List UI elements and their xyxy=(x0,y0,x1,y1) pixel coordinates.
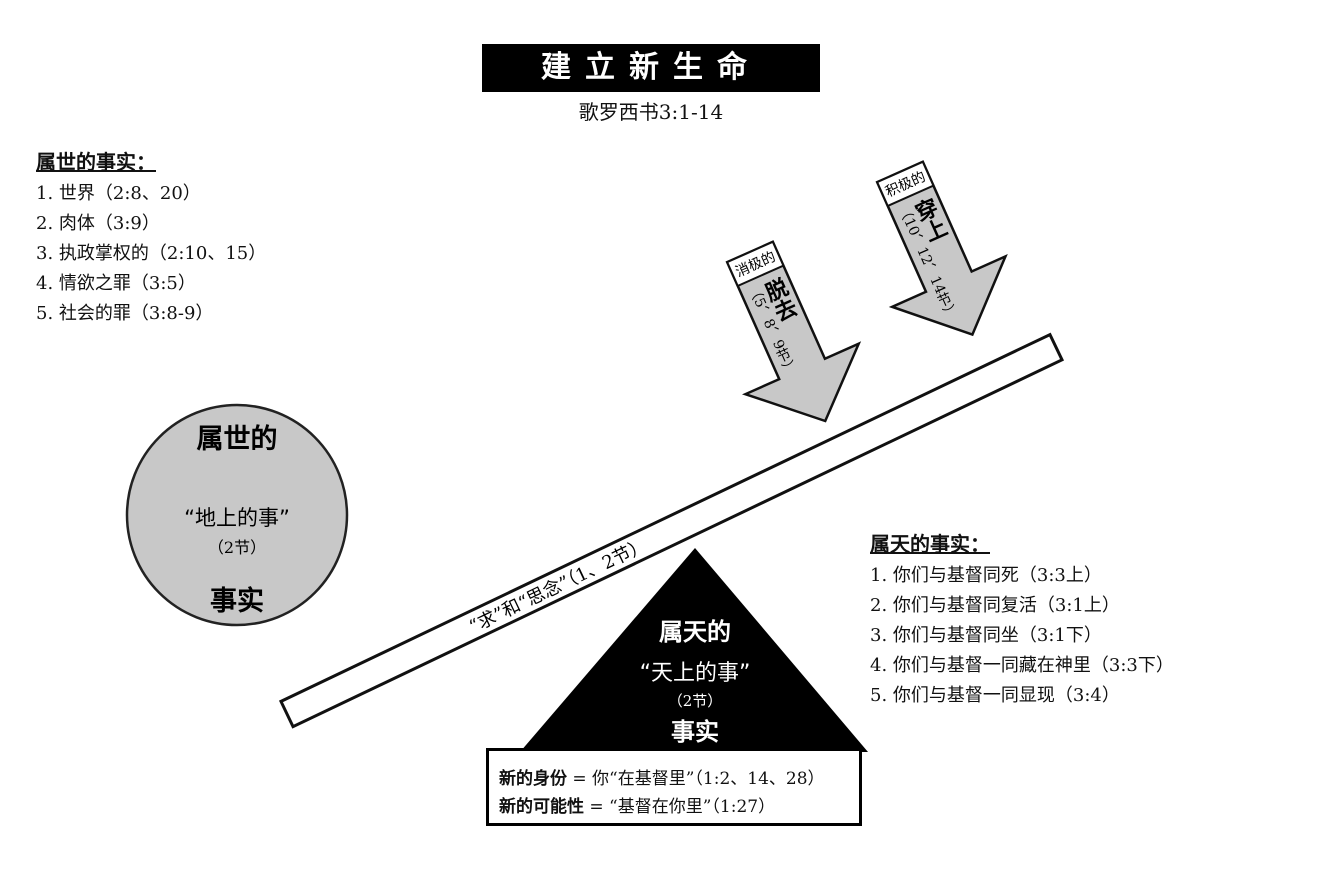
identity-label: 新的身份 xyxy=(499,769,567,789)
list-item: 4. 你们与基督一同藏在神里（3:3下） xyxy=(870,655,1174,676)
list-item: 1. 世界（2:8、20） xyxy=(36,183,201,204)
heaven-triangle: 属天的 “天上的事” （2节） 事实 xyxy=(520,548,868,752)
list-item: 2. 你们与基督同复活（3:1上） xyxy=(870,595,1120,616)
circle-middle-label: “地上的事” xyxy=(184,506,290,530)
possibility-line: 新的可能性 = “基督在你里”（1:27） xyxy=(499,793,859,821)
heaven-facts-list: 属天的事实： 1. 你们与基督同死（3:3上） 2. 你们与基督同复活（3:1上… xyxy=(870,528,1174,711)
circle-bottom-label: 事实 xyxy=(210,585,264,617)
list-item: 5. 你们与基督一同显现（3:4） xyxy=(870,685,1120,706)
circle-verse-label: （2节） xyxy=(208,538,266,557)
identity-text: = 你“在基督里”（1:2、14、28） xyxy=(567,769,825,789)
triangle-bottom-label: 事实 xyxy=(671,718,719,746)
circle-top-label: 属世的 xyxy=(197,423,278,455)
list-item: 3. 执政掌权的（2:10、15） xyxy=(36,243,267,264)
new-identity-box: 新的身份 = 你“在基督里”（1:2、14、28） 新的可能性 = “基督在你里… xyxy=(486,748,862,826)
world-facts-list: 属世的事实： 1. 世界（2:8、20） 2. 肉体（3:9） 3. 执政掌权的… xyxy=(36,146,266,329)
put-off-arrow: 消极的 脱去 （5、8、9节） xyxy=(725,240,862,423)
possibility-label: 新的可能性 xyxy=(499,797,584,817)
list-item: 4. 情欲之罪（3:5） xyxy=(36,273,196,294)
list-item: 1. 你们与基督同死（3:3上） xyxy=(870,565,1102,586)
triangle-middle-label: “天上的事” xyxy=(640,661,751,686)
world-facts-heading: 属世的事实： xyxy=(36,150,156,174)
identity-line: 新的身份 = 你“在基督里”（1:2、14、28） xyxy=(499,765,859,793)
list-item: 3. 你们与基督同坐（3:1下） xyxy=(870,625,1102,646)
triangle-top-label: 属天的 xyxy=(659,618,731,646)
heaven-facts-heading: 属天的事实： xyxy=(870,532,990,556)
list-item: 2. 肉体（3:9） xyxy=(36,213,160,234)
triangle-verse-label: （2节） xyxy=(668,692,723,710)
world-circle: 属世的 “地上的事” （2节） 事实 xyxy=(125,403,349,627)
possibility-text: = “基督在你里”（1:27） xyxy=(584,797,776,817)
plank-label: “求”和“思念”（1、2节） xyxy=(466,534,651,638)
subtitle: 歌罗西书3:1-14 xyxy=(578,100,724,124)
title-banner: 建立新生命 xyxy=(482,44,820,92)
put-on-arrow: 积极的 穿上 （10、12、14节） xyxy=(875,160,1008,337)
list-item: 5. 社会的罪（3:8-9） xyxy=(36,303,214,324)
